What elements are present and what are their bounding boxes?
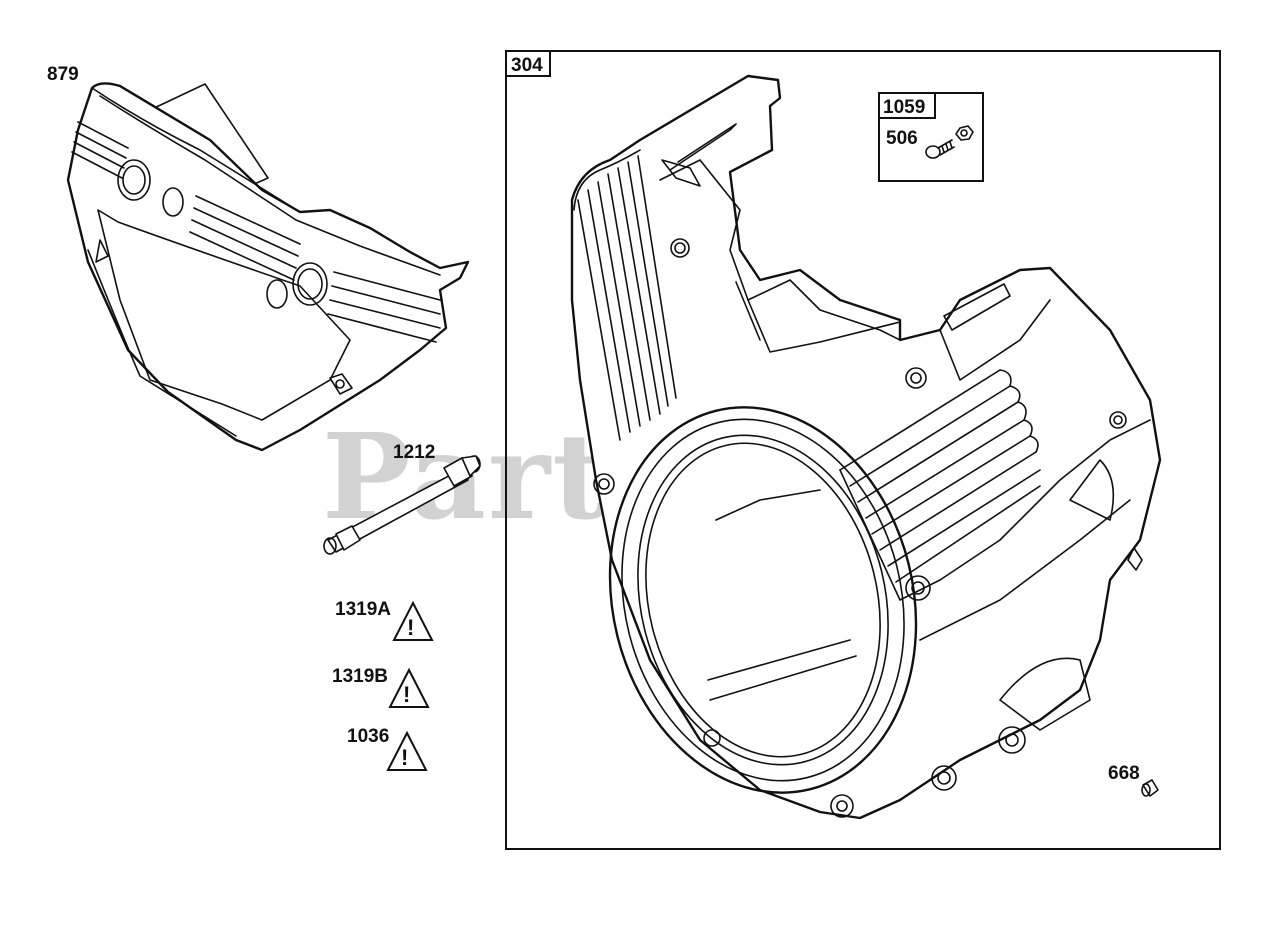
callout-1319b: 1319B [332,666,388,687]
assembly-frame-304 [505,50,1221,850]
callout-506: 506 [886,128,918,149]
warning-triangle-icon [388,667,430,708]
part-304-blower-housing[interactable] [570,74,1162,825]
part-1212-stud[interactable] [323,455,481,555]
warning-triangle-icon [386,730,428,771]
warning-exclamation-icon: ! [403,682,410,707]
callout-box-304 [505,50,551,77]
part-668-plug[interactable] [1141,779,1159,797]
warning-label-1036[interactable]: ! [386,730,428,771]
callout-box-1059 [878,92,936,119]
callout-1059: 1059 [883,97,925,118]
warning-exclamation-icon: ! [401,745,408,770]
callout-1036: 1036 [347,726,389,747]
warning-triangle-icon [392,600,434,641]
warning-label-1319b[interactable]: ! [388,667,430,708]
part-506-screw[interactable] [925,125,974,159]
warning-label-1319a[interactable]: ! [392,600,434,641]
callout-1319a: 1319A [335,599,391,620]
callout-879: 879 [47,64,79,85]
callout-1212: 1212 [393,442,435,463]
callout-304: 304 [511,55,543,76]
warning-exclamation-icon: ! [407,615,414,640]
part-879-shroud-cover[interactable] [66,82,470,452]
callout-668: 668 [1108,763,1140,784]
